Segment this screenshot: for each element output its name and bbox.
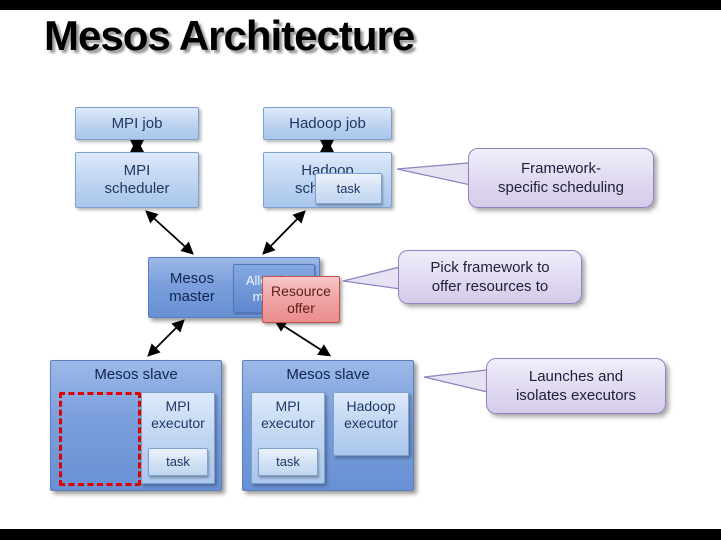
node-label: Resource offer [271, 282, 331, 316]
callout-line: Framework- [520, 159, 601, 177]
callout-line: offer resources to [431, 278, 549, 295]
callout-line: Pick framework to [430, 258, 550, 276]
node-label: task [166, 454, 190, 470]
node-task-left: task [148, 448, 208, 476]
node-label: Hadoop executor [344, 398, 398, 431]
node-label: task [276, 454, 300, 470]
empty-executor-slot-outline [59, 392, 141, 486]
arrow-mpi-scheduler-master [145, 210, 194, 255]
callout-line: Launches and [528, 367, 624, 385]
node-mesos-slave-right: Mesos slave MPI executor task Hadoop exe… [242, 360, 414, 491]
node-mpi-executor-right: MPI executor task [251, 392, 325, 484]
node-label: task [336, 180, 361, 196]
page-title: Mesos Architecture [44, 12, 415, 59]
node-label: MPI executor [261, 398, 315, 431]
node-label: Mesos master [169, 269, 215, 305]
node-mesos-slave-left: Mesos slave MPI executor task [50, 360, 222, 491]
callout-line: specific scheduling [498, 179, 624, 196]
letterbox-top [0, 0, 721, 10]
callout-line: isolates executors [515, 387, 637, 404]
callout-pick-framework: Pick framework to offer resources to [398, 250, 582, 304]
node-mpi-job: MPI job [75, 107, 199, 140]
node-label: Mesos slave [286, 366, 370, 383]
node-task-right: task [258, 448, 318, 476]
node-hadoop-job: Hadoop job [263, 107, 392, 140]
node-label: MPI job [111, 114, 163, 132]
callout-launches-isolates: Launches and isolates executors [486, 358, 666, 414]
letterbox-bottom [0, 529, 721, 540]
node-scheduler-task: task [315, 173, 382, 204]
node-mpi-executor-left: MPI executor task [141, 392, 215, 484]
node-mpi-scheduler: MPI scheduler [75, 152, 199, 208]
node-hadoop-executor: Hadoop executor [333, 392, 409, 456]
node-label: Mesos slave [94, 366, 178, 383]
callout-framework-specific: Framework- specific scheduling [468, 148, 654, 208]
master-label-area: Mesos master [149, 258, 235, 317]
node-label: Hadoop job [289, 114, 366, 132]
arrow-hadoop-scheduler-master [262, 210, 306, 255]
node-resource-offer: Resource offer [262, 276, 340, 323]
node-label: MPI scheduler [104, 162, 170, 197]
node-label: MPI executor [151, 398, 205, 431]
arrow-master-slave-right [273, 319, 332, 357]
arrow-master-slave-left [147, 319, 185, 357]
